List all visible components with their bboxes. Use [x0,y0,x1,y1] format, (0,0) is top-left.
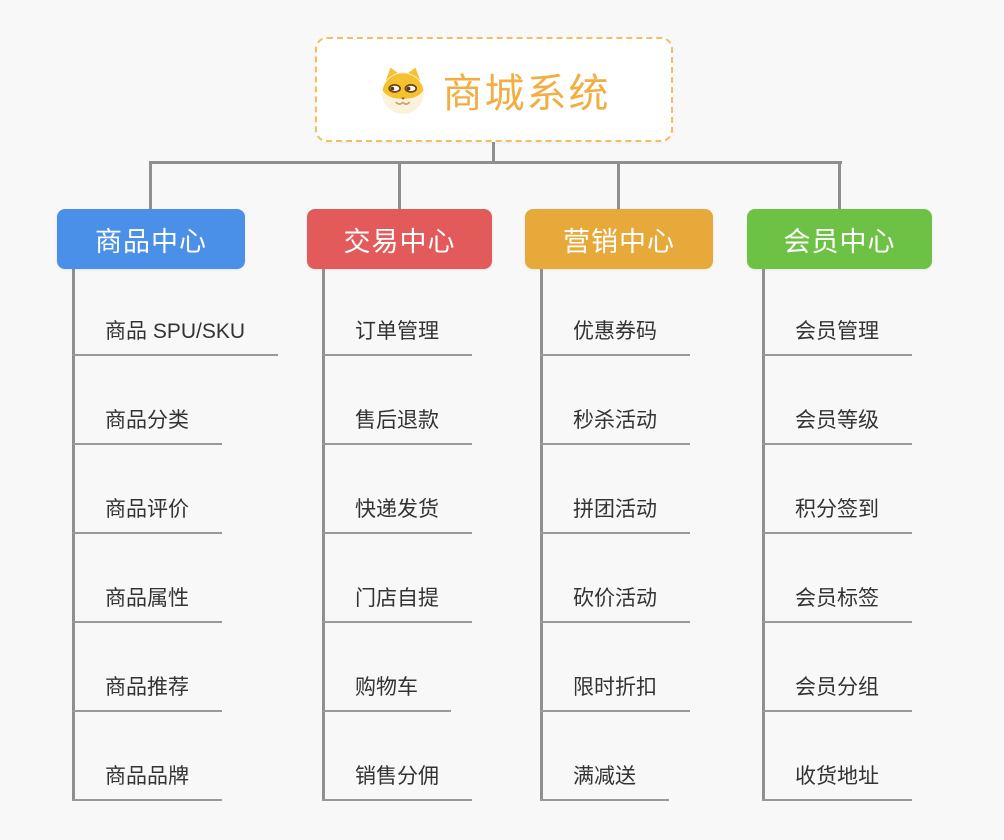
leaf-label: 销售分佣 [355,765,439,788]
leaf-label: 会员分组 [795,676,879,699]
leaf-node[interactable]: 商品分类 [72,356,222,445]
leaf-list: 商品 SPU/SKU 商品分类商品评价商品属性商品推荐商品品牌 [72,269,279,801]
leaf-label: 快递发货 [355,498,439,521]
leaf-list: 优惠券码秒杀活动拼团活动砍价活动限时折扣满减送 [540,269,690,801]
root-node[interactable]: 商城系统 [315,37,673,142]
leaf-node[interactable]: 订单管理 [322,269,472,356]
leaf-node[interactable]: 会员等级 [762,356,912,445]
leaf-node[interactable]: 商品属性 [72,534,222,623]
branch-label: 会员中心 [783,226,896,257]
leaf-label: 商品评价 [105,498,189,521]
leaf-list: 订单管理售后退款快递发货门店自提购物车销售分佣 [322,269,472,801]
leaf-label: 购物车 [355,676,418,699]
leaf-node[interactable]: 满减送 [540,712,669,801]
leaf-label: 砍价活动 [573,587,657,610]
branch-column: 营销中心 优惠券码秒杀活动拼团活动砍价活动限时折扣满减送 [525,209,713,801]
leaf-node[interactable]: 门店自提 [322,534,472,623]
leaf-label: 商品品牌 [105,765,189,788]
leaf-node[interactable]: 商品推荐 [72,623,222,712]
branch-column: 交易中心 订单管理售后退款快递发货门店自提购物车销售分佣 [307,209,492,801]
branch-spine-line [762,269,765,801]
leaf-node[interactable]: 快递发货 [322,445,472,534]
leaf-label: 会员管理 [795,320,879,343]
root-title: 商城系统 [442,71,611,116]
branch-node[interactable]: 营销中心 [525,209,713,269]
leaf-label: 售后退款 [355,409,439,432]
leaf-label: 商品 SPU/SKU [105,320,246,343]
leaf-node[interactable]: 商品 SPU/SKU [72,269,279,356]
leaf-label: 优惠券码 [573,320,657,343]
leaf-label: 商品推荐 [105,676,189,699]
leaf-label: 积分签到 [795,498,879,521]
leaf-node[interactable]: 秒杀活动 [540,356,690,445]
leaf-label: 会员标签 [795,587,879,610]
leaf-label: 会员等级 [795,409,879,432]
leaf-node[interactable]: 商品品牌 [72,712,222,801]
branch-column: 会员中心 会员管理会员等级积分签到会员标签会员分组收货地址 [747,209,932,801]
leaf-node[interactable]: 砍价活动 [540,534,690,623]
leaf-list: 会员管理会员等级积分签到会员标签会员分组收货地址 [762,269,912,801]
connector-drop-line [617,162,620,209]
branch-node[interactable]: 商品中心 [57,209,245,269]
connector-drop-line [149,162,152,209]
leaf-node[interactable]: 会员分组 [762,623,912,712]
branch-spine-line [322,269,325,801]
leaf-node[interactable]: 优惠券码 [540,269,690,356]
branch-node[interactable]: 会员中心 [747,209,932,269]
connector-drop-line [398,162,401,209]
leaf-label: 商品分类 [105,409,189,432]
leaf-node[interactable]: 收货地址 [762,712,912,801]
shiba-dog-icon [378,65,428,115]
branch-spine-line [540,269,543,801]
leaf-node[interactable]: 销售分佣 [322,712,472,801]
branch-column: 商品中心 商品 SPU/SKU 商品分类商品评价商品属性商品推荐商品品牌 [57,209,279,801]
leaf-label: 收货地址 [795,765,879,788]
branch-label: 商品中心 [95,226,207,257]
branch-label: 交易中心 [343,226,456,257]
branch-label: 营销中心 [563,226,675,257]
leaf-label: 拼团活动 [573,498,657,521]
leaf-node[interactable]: 购物车 [322,623,451,712]
branch-spine-line [72,269,75,801]
leaf-node[interactable]: 拼团活动 [540,445,690,534]
leaf-label: 门店自提 [355,587,439,610]
leaf-node[interactable]: 限时折扣 [540,623,690,712]
leaf-node[interactable]: 会员管理 [762,269,912,356]
branch-node[interactable]: 交易中心 [307,209,492,269]
connector-drop-line [838,162,841,209]
leaf-label: 满减送 [573,765,636,788]
leaf-node[interactable]: 积分签到 [762,445,912,534]
leaf-label: 商品属性 [105,587,189,610]
connector-root-drop [492,140,495,164]
leaf-node[interactable]: 会员标签 [762,534,912,623]
leaf-label: 秒杀活动 [573,409,657,432]
leaf-node[interactable]: 售后退款 [322,356,472,445]
connector-bus-line [149,161,842,164]
leaf-label: 限时折扣 [573,676,657,699]
leaf-label: 订单管理 [355,320,439,343]
leaf-node[interactable]: 商品评价 [72,445,222,534]
